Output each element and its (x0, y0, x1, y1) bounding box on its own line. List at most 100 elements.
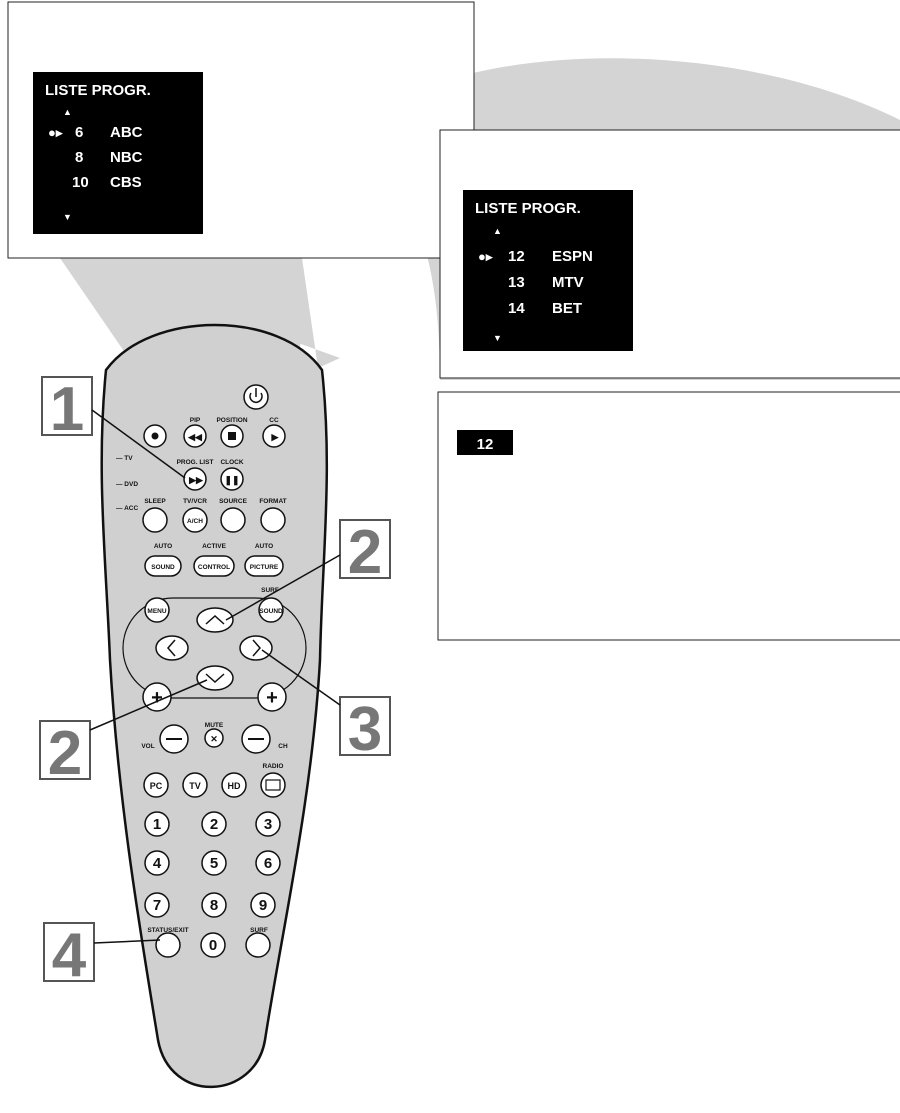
status-exit-label: STATUS/EXIT (147, 927, 188, 934)
tvvcr-label: TV/VCR (183, 498, 207, 505)
screen3-channel-box (457, 430, 513, 455)
surf-sound-button[interactable] (258, 597, 284, 623)
auto-sound-button[interactable] (144, 555, 182, 577)
screen1-row2-name: NBC (110, 149, 143, 166)
active-label: ACTIVE (202, 543, 227, 550)
source-label: SOURCE (219, 498, 247, 505)
digit-4-button[interactable] (144, 850, 170, 876)
screen1-row2-num: 8 (75, 149, 83, 166)
digit-8: 8 (210, 897, 218, 914)
digit-4: 4 (153, 855, 162, 872)
auto-picture-button[interactable] (244, 555, 284, 577)
cursor-down-button[interactable] (196, 665, 234, 691)
surf-label: SURF (250, 927, 268, 934)
chevron-up-icon (205, 614, 225, 625)
clock-button[interactable] (220, 467, 244, 491)
pc-button[interactable] (143, 772, 169, 798)
ach-text: A/CH (187, 518, 203, 525)
digit-0-button[interactable] (200, 932, 226, 958)
chevron-right-icon (252, 639, 261, 657)
tv-button[interactable] (182, 772, 208, 798)
cursor-left-button[interactable] (155, 635, 189, 661)
play-button[interactable] (262, 424, 286, 448)
menu-button[interactable] (144, 597, 170, 623)
callout-2b: 2 (39, 679, 208, 788)
clock-label: CLOCK (220, 459, 243, 466)
screen3-frame (437, 391, 900, 641)
screen1-down-arrow: ▼ (63, 212, 72, 222)
digit-1-button[interactable] (144, 811, 170, 837)
tvvcr-button[interactable] (182, 507, 208, 533)
screen2-up-arrow: ▲ (493, 226, 502, 236)
mute-icon: ✕ (210, 734, 218, 744)
screen1-osd (33, 72, 203, 234)
mute-button[interactable] (204, 728, 224, 748)
digit-0: 0 (209, 937, 217, 954)
active-control-button[interactable] (193, 555, 235, 577)
position-label: POSITION (216, 417, 247, 424)
digit-8-button[interactable] (201, 892, 227, 918)
numeric-keypad: 1 2 3 4 5 6 7 8 9 (144, 811, 281, 918)
auto-picture-label: AUTO (255, 543, 273, 550)
digit-3-button[interactable] (255, 811, 281, 837)
surf-button[interactable] (245, 932, 271, 958)
callout-1-text: 1 (50, 375, 84, 444)
screen2-down-arrow: ▼ (493, 333, 502, 343)
hd-button[interactable] (221, 772, 247, 798)
callout-2b-text: 2 (48, 719, 82, 788)
digit-6-button[interactable] (255, 850, 281, 876)
rewind-icon: ◀◀ (187, 432, 203, 442)
digit-9-button[interactable] (250, 892, 276, 918)
surf-sound-text: SOUND (259, 608, 283, 615)
digit-7: 7 (153, 897, 161, 914)
fast-forward-icon: ▶▶ (188, 475, 204, 485)
pc-text: PC (150, 781, 163, 791)
stop-icon (228, 432, 236, 440)
sleep-label: SLEEP (144, 498, 166, 505)
screen2-row1-name: ESPN (552, 248, 593, 265)
source-button[interactable] (220, 507, 246, 533)
screen2-title: LISTE PROGR. (475, 200, 581, 217)
power-icon (249, 392, 263, 403)
screen1-title: LISTE PROGR. (45, 82, 151, 99)
cc-label: CC (269, 417, 279, 424)
prog-list-button[interactable] (183, 467, 207, 491)
format-button[interactable] (260, 507, 286, 533)
digit-9: 9 (259, 897, 267, 914)
prog-list-label: PROG. LIST (177, 459, 214, 466)
pause-icon: ❚❚ (224, 475, 239, 486)
digit-7-button[interactable] (144, 892, 170, 918)
screen3-channel: 12 (477, 436, 494, 453)
channel-up-button[interactable] (257, 682, 287, 712)
chevron-left-icon (167, 639, 176, 657)
radio-button[interactable] (260, 772, 286, 798)
auto-sound-text: SOUND (151, 564, 175, 571)
callout-4-text: 4 (52, 921, 87, 990)
screen2-row3-num: 14 (508, 300, 525, 317)
digit-5-button[interactable] (201, 850, 227, 876)
screen1-row3-num: 10 (72, 174, 89, 191)
screen1-row3-name: CBS (110, 174, 142, 191)
ch-label: CH (278, 743, 288, 750)
pip-label: PIP (190, 417, 201, 424)
rewind-button[interactable] (183, 424, 207, 448)
vol-label: VOL (141, 743, 154, 750)
cursor-up-button[interactable] (196, 607, 234, 633)
screen1-row1-num: 6 (75, 124, 83, 141)
callout-2a: 2 (225, 518, 391, 621)
callout-2a-text: 2 (348, 518, 382, 587)
callout-4: 4 (43, 921, 161, 990)
auto-sound-label: AUTO (154, 543, 172, 550)
status-exit-button[interactable] (155, 932, 181, 958)
auto-picture-text: PICTURE (250, 564, 279, 571)
screen1-row1-name: ABC (110, 124, 143, 141)
screen2-row2-name: MTV (552, 274, 584, 291)
surf-sound-label: SURF (261, 587, 279, 594)
digit-2: 2 (210, 816, 218, 833)
cursor-right-button[interactable] (239, 635, 273, 661)
screen2-row2-num: 13 (508, 274, 525, 291)
screen1-row1-marker: ●▸ (48, 125, 64, 140)
chevron-down-icon (205, 673, 225, 684)
digit-2-button[interactable] (201, 811, 227, 837)
sleep-button[interactable] (142, 507, 168, 533)
